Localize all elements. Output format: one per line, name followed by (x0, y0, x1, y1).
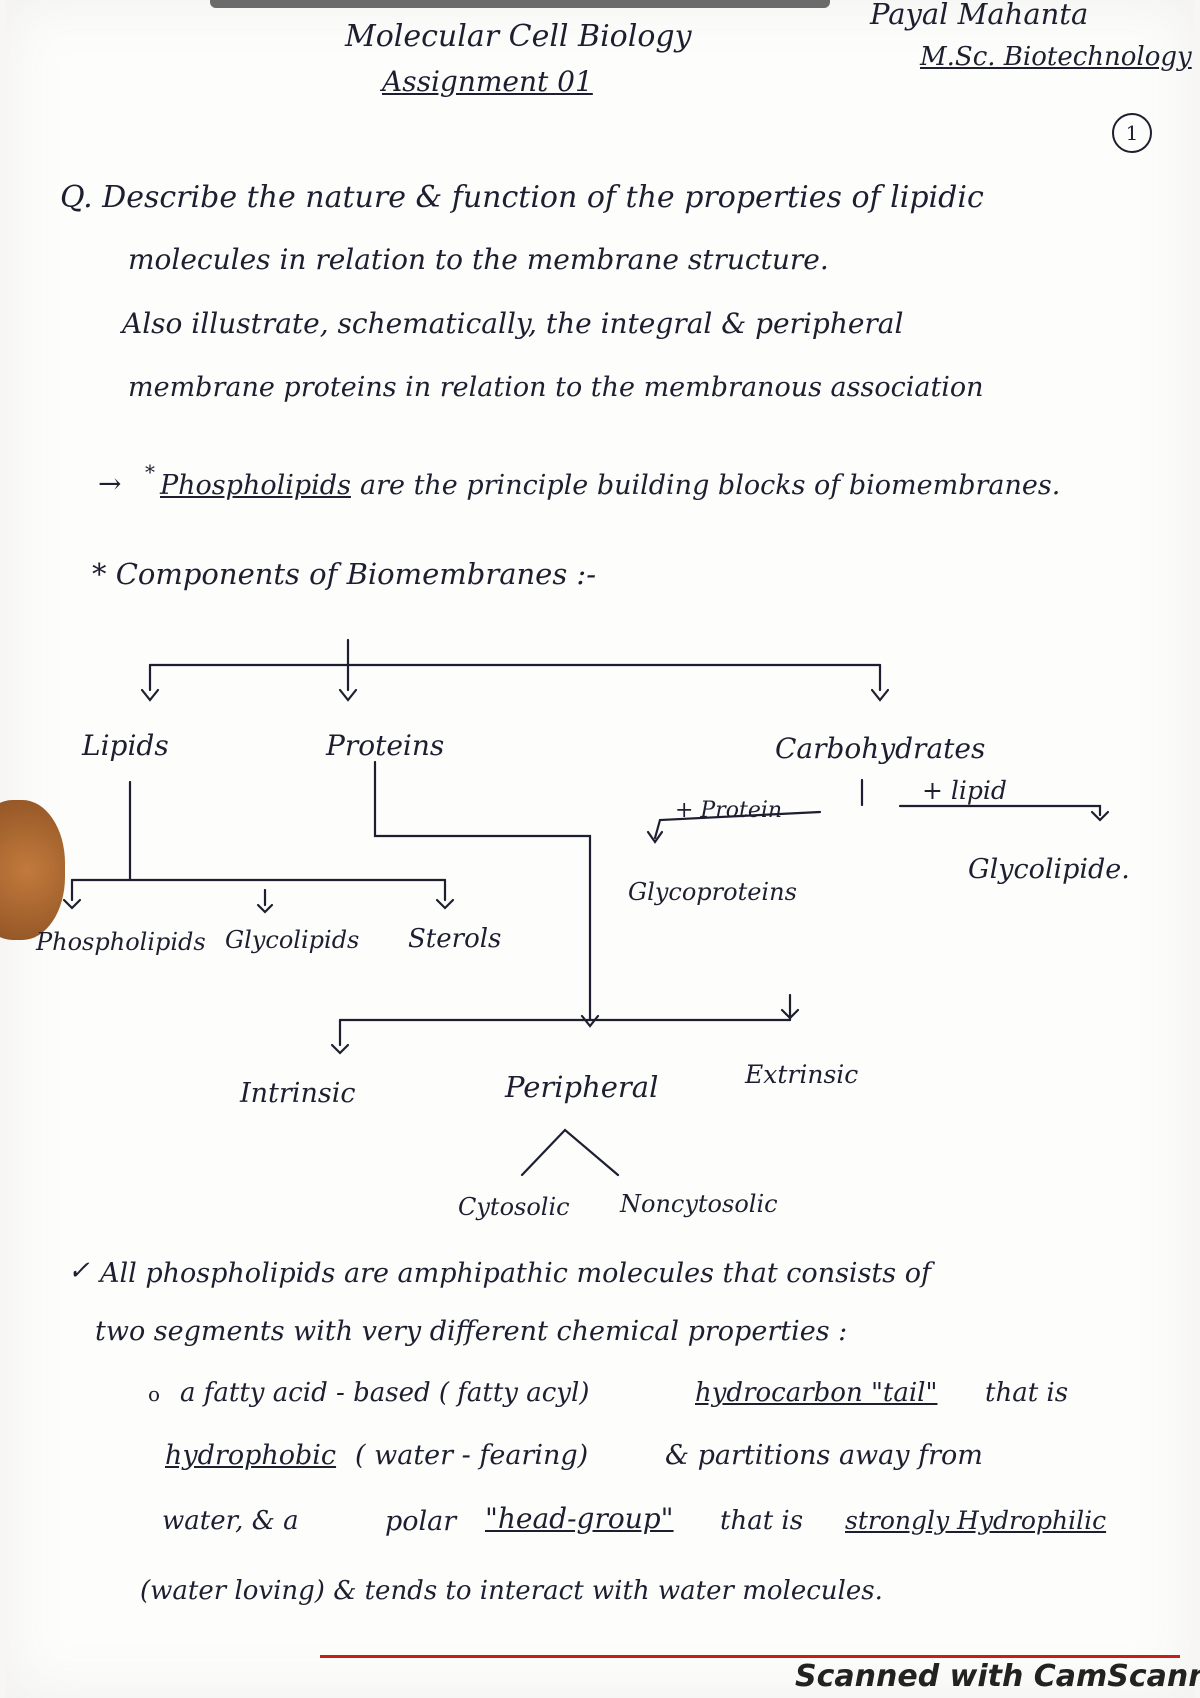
question-line-1: Q. Describe the nature & function of the… (60, 180, 984, 215)
node-phospholipids: Phospholipids (36, 928, 206, 956)
node-intrinsic: Intrinsic (240, 1078, 356, 1109)
body-line-2: two segments with very different chemica… (95, 1316, 848, 1347)
node-noncytosolic: Noncytosolic (620, 1190, 778, 1218)
program-name: M.Sc. Biotechnology (920, 42, 1192, 72)
body-line-5d: that is (720, 1506, 804, 1536)
node-cytosolic: Cytosolic (458, 1193, 570, 1221)
body-line-3b: hydrocarbon "tail" (695, 1378, 938, 1408)
author-name: Payal Mahanta (870, 0, 1089, 31)
assignment-title: Assignment 01 (382, 65, 593, 98)
asterisk: * (145, 460, 155, 484)
node-glycolipids: Glycolipids (225, 926, 360, 954)
scanner-edge (210, 0, 830, 8)
question-line-3: Also illustrate, schematically, the inte… (122, 307, 904, 340)
body-line-4b: ( water - fearing) (355, 1440, 589, 1471)
page-number: 1 (1112, 113, 1152, 153)
body-line-5b: polar (385, 1506, 457, 1537)
node-lipids: Lipids (82, 729, 169, 762)
node-glycoproteins: Glycoproteins (628, 878, 797, 906)
node-glycolipide: Glycolipide. (968, 854, 1130, 885)
question-line-4: membrane proteins in relation to the mem… (128, 372, 984, 403)
body-line-5c: "head-group" (485, 1502, 674, 1535)
plus-lipid: + lipid (922, 776, 1007, 805)
phospholipids-keyword: Phospholipids (160, 470, 351, 501)
body-line-3a: a fatty acid - based ( fatty acyl) (180, 1378, 590, 1408)
body-line-1: All phospholipids are amphipathic molecu… (100, 1258, 931, 1289)
body-line-4c: & partitions away from (665, 1440, 983, 1471)
body-line-4a: hydrophobic (165, 1440, 337, 1471)
red-rule (320, 1655, 1180, 1658)
plus-protein: + Protein (675, 798, 783, 823)
intro-text: are the principle building blocks of bio… (360, 470, 1061, 501)
thumb (0, 800, 65, 940)
check-icon: ✓ (68, 1256, 90, 1286)
paper-sheet (6, 0, 1194, 1698)
scanner-watermark: Scanned with CamScanner (795, 1659, 1200, 1694)
node-peripheral: Peripheral (505, 1070, 659, 1104)
node-proteins: Proteins (326, 729, 445, 762)
node-sterols: Sterols (408, 924, 502, 954)
body-line-6: (water loving) & tends to interact with … (140, 1576, 883, 1606)
body-line-5a: water, & a (162, 1506, 299, 1536)
body-line-3c: that is (985, 1378, 1069, 1408)
arrow-icon: → (98, 467, 122, 500)
question-line-2: molecules in relation to the membrane st… (128, 243, 829, 276)
node-extrinsic: Extrinsic (745, 1060, 859, 1089)
bullet-icon: o (148, 1382, 161, 1406)
components-heading: * Components of Biomembranes :- (92, 557, 597, 591)
course-title: Molecular Cell Biology (345, 19, 692, 54)
body-line-5e: strongly Hydrophilic (845, 1506, 1107, 1535)
node-carbohydrates: Carbohydrates (775, 732, 986, 765)
